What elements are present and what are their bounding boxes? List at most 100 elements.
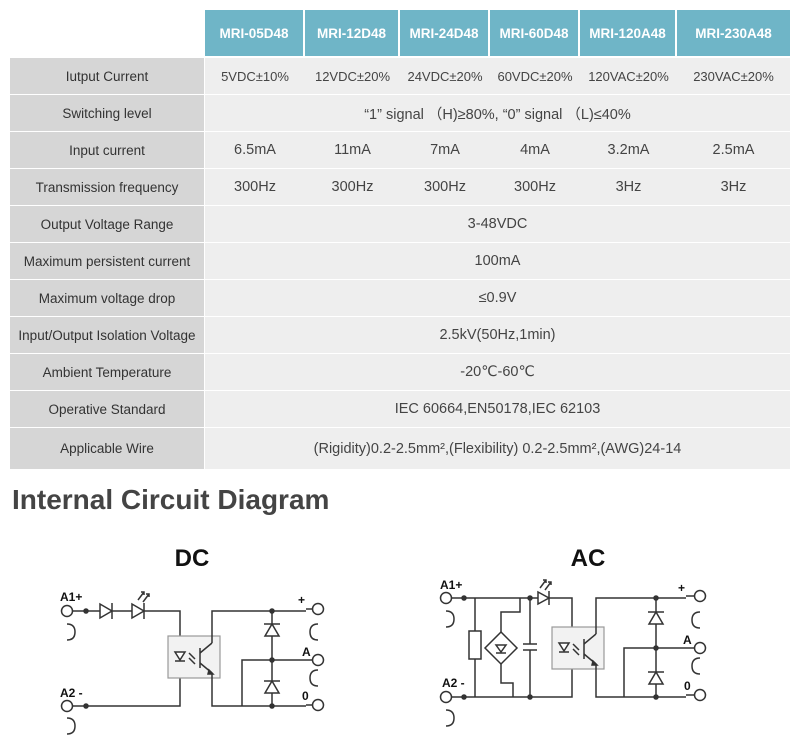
table-cell: 12VDC±20% xyxy=(305,58,400,95)
zener-diode-icon xyxy=(263,622,281,637)
table-cell: 4mA xyxy=(490,132,580,169)
terminal-clip-icon xyxy=(66,623,76,641)
row-label: Applicable Wire xyxy=(10,428,205,469)
row-label: Output Voltage Range xyxy=(10,206,205,243)
row-label: Input/Output Isolation Voltage xyxy=(10,317,205,354)
dc-output-a-label: A xyxy=(302,645,311,659)
table-cell: ≤0.9V xyxy=(205,280,790,317)
table-cell: -20℃-60℃ xyxy=(205,354,790,391)
dc-diagram-title: DC xyxy=(175,545,210,572)
ac-output-zero-label: 0 xyxy=(684,679,691,693)
terminal-icon xyxy=(311,653,325,667)
diode-icon xyxy=(99,602,114,620)
zener-diode-icon xyxy=(263,679,281,694)
table-row: Maximum voltage drop ≤0.9V xyxy=(10,280,790,317)
table-cell: 3.2mA xyxy=(580,132,677,169)
table-cell: 300Hz xyxy=(490,169,580,206)
dc-input-positive-label: A1+ xyxy=(60,590,82,604)
table-cell: 300Hz xyxy=(305,169,400,206)
dc-output-plus-label: + xyxy=(298,593,305,607)
model-header: MRI-60D48 xyxy=(490,10,580,58)
table-cell: 11mA xyxy=(305,132,400,169)
ac-output-plus-label: + xyxy=(678,581,685,595)
row-label: Transmission frequency xyxy=(10,169,205,206)
resistor-icon xyxy=(468,630,482,660)
row-label: Maximum persistent current xyxy=(10,243,205,280)
table-row: Ambient Temperature -20℃-60℃ xyxy=(10,354,790,391)
table-row: Maximum persistent current 100mA xyxy=(10,243,790,280)
section-title: Internal Circuit Diagram xyxy=(12,484,330,515)
table-row: Operative Standard IEC 60664,EN50178,IEC… xyxy=(10,391,790,428)
table-cell: IEC 60664,EN50178,IEC 62103 xyxy=(205,391,790,428)
ac-diagram-title: AC xyxy=(571,545,606,572)
table-row: Transmission frequency 300Hz 300Hz 300Hz… xyxy=(10,169,790,206)
terminal-clip-icon xyxy=(691,611,701,629)
row-label: Ambient Temperature xyxy=(10,354,205,391)
led-icon xyxy=(131,591,150,620)
spec-table: MRI-05D48 MRI-12D48 MRI-24D48 MRI-60D48 … xyxy=(10,10,790,469)
row-label: Input current xyxy=(10,132,205,169)
led-icon xyxy=(537,579,552,606)
table-cell: 300Hz xyxy=(205,169,305,206)
terminal-icon xyxy=(311,698,325,712)
table-row: Switching level “1” signal （H)≥80%, “0” … xyxy=(10,95,790,132)
dc-input-negative-label: A2 - xyxy=(60,686,83,700)
terminal-icon xyxy=(693,589,707,603)
table-cell: 3Hz xyxy=(677,169,790,206)
table-cell: 100mA xyxy=(205,243,790,280)
row-label: Iutput Current xyxy=(10,58,205,95)
table-cell: (Rigidity)0.2-2.5mm²,(Flexibility) 0.2-2… xyxy=(205,428,790,469)
row-label: Switching level xyxy=(10,95,205,132)
terminal-icon xyxy=(311,602,325,616)
terminal-clip-icon xyxy=(445,709,455,727)
terminal-clip-icon xyxy=(66,717,76,735)
zener-diode-icon xyxy=(647,610,665,625)
table-cell: 24VDC±20% xyxy=(400,58,490,95)
table-cell: 120VAC±20% xyxy=(580,58,677,95)
row-label: Maximum voltage drop xyxy=(10,280,205,317)
model-header: MRI-120A48 xyxy=(580,10,677,58)
terminal-clip-icon xyxy=(691,657,701,675)
table-row: Input current 6.5mA 11mA 7mA 4mA 3.2mA 2… xyxy=(10,132,790,169)
table-cell: 7mA xyxy=(400,132,490,169)
table-cell: 3Hz xyxy=(580,169,677,206)
table-cell: 3-48VDC xyxy=(205,206,790,243)
table-cell: 60VDC±20% xyxy=(490,58,580,95)
table-cell: 2.5mA xyxy=(677,132,790,169)
terminal-icon xyxy=(60,604,74,618)
terminal-icon xyxy=(693,641,707,655)
table-cell: 230VAC±20% xyxy=(677,58,790,95)
terminal-icon xyxy=(60,699,74,713)
table-cell: 2.5kV(50Hz,1min) xyxy=(205,317,790,354)
table-cell: “1” signal （H)≥80%, “0” signal （L)≤40% xyxy=(205,95,790,132)
terminal-icon xyxy=(693,688,707,702)
bridge-rectifier-icon xyxy=(483,630,519,666)
model-header: MRI-24D48 xyxy=(400,10,490,58)
ac-input-negative-label: A2 - xyxy=(442,676,465,690)
table-row: Input/Output Isolation Voltage 2.5kV(50H… xyxy=(10,317,790,354)
terminal-icon xyxy=(439,591,453,605)
terminal-clip-icon xyxy=(309,669,319,687)
dc-circuit-diagram: DC A1+ A2 - xyxy=(60,545,325,735)
header-corner xyxy=(10,10,205,58)
ac-circuit-diagram: AC A1+ A2 - xyxy=(439,545,707,727)
zener-diode-icon xyxy=(647,670,665,685)
model-header: MRI-05D48 xyxy=(205,10,305,58)
ac-input-positive-label: A1+ xyxy=(440,578,462,592)
table-row: Applicable Wire (Rigidity)0.2-2.5mm²,(Fl… xyxy=(10,428,790,469)
dc-output-zero-label: 0 xyxy=(302,689,309,703)
terminal-icon xyxy=(439,690,453,704)
ac-output-a-label: A xyxy=(683,633,692,647)
table-cell: 5VDC±10% xyxy=(205,58,305,95)
table-header-row: MRI-05D48 MRI-12D48 MRI-24D48 MRI-60D48 … xyxy=(10,10,790,58)
table-cell: 300Hz xyxy=(400,169,490,206)
table-cell: 6.5mA xyxy=(205,132,305,169)
table-row: Iutput Current 5VDC±10% 12VDC±20% 24VDC±… xyxy=(10,58,790,95)
table-row: Output Voltage Range 3-48VDC xyxy=(10,206,790,243)
terminal-clip-icon xyxy=(309,623,319,641)
terminal-clip-icon xyxy=(445,610,455,628)
model-header: MRI-12D48 xyxy=(305,10,400,58)
model-header: MRI-230A48 xyxy=(677,10,790,58)
circuit-diagrams: DC A1+ A2 - xyxy=(60,545,707,735)
row-label: Operative Standard xyxy=(10,391,205,428)
